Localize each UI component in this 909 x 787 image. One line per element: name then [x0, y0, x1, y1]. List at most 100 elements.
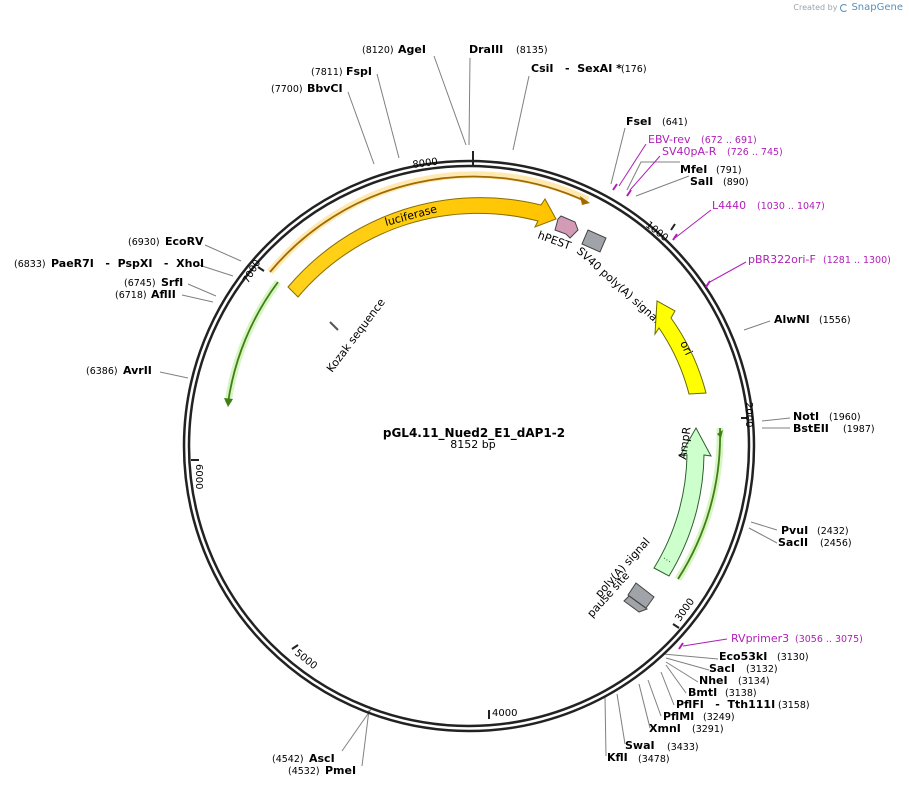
tick-label-8000: 8000: [412, 157, 439, 171]
ori-feature: [654, 300, 707, 395]
primer-leader-lines: [618, 143, 747, 647]
site-labels: (8120) AgeI DraIII (8135) CsiI - SexAI *…: [14, 43, 875, 777]
primer-name-l4440: L4440: [712, 199, 746, 212]
site-pos-csii: (176): [621, 64, 647, 75]
site-name-draiii: DraIII: [469, 43, 503, 56]
site-name-alwni: AlwNI: [774, 313, 810, 326]
site-name-swai: SwaI: [625, 739, 655, 752]
hpest-feature: [554, 215, 579, 239]
site-pos-bmti: (3138): [725, 688, 757, 699]
primer-range-ebv-rev: (672 .. 691): [701, 135, 757, 146]
primer-name-sv40pa-r: SV40pA-R: [662, 145, 717, 158]
site-name-bmti: BmtI: [688, 686, 717, 699]
site-pos-alwni: (1556): [819, 315, 851, 326]
site-name-csii: CsiI - SexAI *: [531, 62, 622, 75]
sv40-polya-feature: [581, 229, 607, 253]
site-pos-draiii: (8135): [516, 45, 548, 56]
green-orf-arrowhead-right: [717, 430, 723, 438]
tick-label-1000: 1000: [643, 220, 670, 244]
position-ticks: [191, 151, 749, 719]
site-name-sacii: SacII: [778, 536, 808, 549]
plasmid-name: pGL4.11_Nued2_E1_dAP1-2: [383, 426, 565, 441]
tick-label-2000: 2000: [743, 402, 754, 427]
ampr-feature: [653, 426, 712, 577]
primer-labels: EBV-rev (672 .. 691) SV40pA-R (726 .. 74…: [648, 133, 891, 645]
site-name-pvui: PvuI: [781, 524, 808, 537]
primer-name-ebv-rev: EBV-rev: [648, 133, 691, 146]
site-pos-xmni: (3291): [692, 724, 724, 735]
tick-label-4000: 4000: [492, 708, 517, 719]
created-by-text: Created by: [793, 3, 838, 12]
primer-name-rvprimer3: RVprimer3: [731, 632, 789, 645]
site-pos-pvui: (2432): [817, 526, 849, 537]
site-name-ecorv: EcoRV: [165, 235, 204, 248]
site-pos-sali: (890): [723, 177, 749, 188]
site-name-eco53ki: Eco53kI: [719, 650, 767, 663]
luciferase-label: luciferase: [383, 202, 438, 228]
site-name-paer7i: PaeR7I - PspXI - XhoI: [51, 257, 204, 270]
snapgene-logo-icon: [840, 3, 849, 12]
site-name-bbvci: BbvCI: [307, 82, 343, 95]
site-pos-agei: (8120): [362, 45, 394, 56]
ori-label: ori: [677, 339, 695, 357]
site-pos-asci: (4542): [272, 754, 304, 765]
site-name-saci: SacI: [709, 662, 735, 675]
site-pos-nhei: (3134): [738, 676, 770, 687]
kozak-mark: [329, 321, 339, 331]
site-pos-fspi: (7811): [311, 67, 343, 78]
site-name-bsteii: BstEII: [793, 422, 829, 435]
site-name-pflmi: PflMI: [663, 710, 694, 723]
site-pos-swai: (3433): [667, 742, 699, 753]
luciferase-feature: [287, 197, 557, 298]
ampr-label: AmpR: [676, 426, 693, 461]
primer-range-l4440: (1030 .. 1047): [757, 201, 825, 212]
site-pos-bbvci: (7700): [271, 84, 303, 95]
primer-range-pbr322ori-f: (1281 .. 1300): [823, 255, 891, 266]
site-pos-kfli: (3478): [638, 754, 670, 765]
site-name-nhei: NheI: [699, 674, 728, 687]
site-pos-aflii: (6718): [115, 290, 147, 301]
luciferase-orf-arrowhead: [580, 196, 590, 205]
primer-range-rvprimer3: (3056 .. 3075): [795, 634, 863, 645]
site-name-xmni: XmnI: [649, 722, 681, 735]
site-pos-pflfi: (3158): [778, 700, 810, 711]
pause-site-feature: [623, 595, 649, 613]
luciferase-orf-arc: [269, 175, 586, 273]
site-pos-pflmi: (3249): [703, 712, 735, 723]
snapgene-brand-text: SnapGene: [851, 2, 903, 13]
site-name-agei: AgeI: [398, 43, 426, 56]
site-pos-noti: (1960): [829, 412, 861, 423]
site-name-sali: SalI: [690, 175, 713, 188]
site-name-asci: AscI: [309, 752, 335, 765]
backbone-outer: [182, 159, 756, 733]
site-name-fspi: FspI: [346, 65, 372, 78]
snapgene-branding: Created by SnapGene: [793, 2, 903, 13]
site-pos-eco53ki: (3130): [777, 652, 809, 663]
ampr-promoter-dots: [663, 557, 671, 563]
site-pos-fsei: (641): [662, 117, 688, 128]
site-leader-lines: [159, 55, 791, 767]
tick-label-5000: 5000: [292, 648, 319, 672]
backbone-inner: [187, 164, 751, 728]
site-name-noti: NotI: [793, 410, 819, 423]
site-pos-pmei: (4532): [288, 766, 320, 777]
site-name-mfei: MfeI: [680, 163, 707, 176]
site-name-fsei: FseI: [626, 115, 652, 128]
sv40-polya-label: SV40 poly(A) signal: [574, 245, 663, 327]
plasmid-size: 8152 bp: [450, 438, 495, 451]
site-pos-sacii: (2456): [820, 538, 852, 549]
primer-range-sv40pa-r: (726 .. 745): [727, 147, 783, 158]
green-orf-arc-right: [677, 427, 721, 580]
site-name-aflii: AflII: [151, 288, 176, 301]
site-pos-paer7i: (6833): [14, 259, 46, 270]
site-name-pflfi: PflFI - Tth111I: [676, 698, 775, 711]
site-pos-ecorv: (6930): [128, 237, 160, 248]
primer-marks: [612, 183, 711, 650]
site-pos-srfi: (6745): [124, 278, 156, 289]
site-pos-saci: (3132): [746, 664, 778, 675]
green-orf-glow-left: [224, 279, 281, 404]
green-orf-arrowhead-left: [224, 398, 233, 407]
kozak-label: Kozak sequence: [324, 296, 388, 375]
site-name-pmei: PmeI: [325, 764, 356, 777]
